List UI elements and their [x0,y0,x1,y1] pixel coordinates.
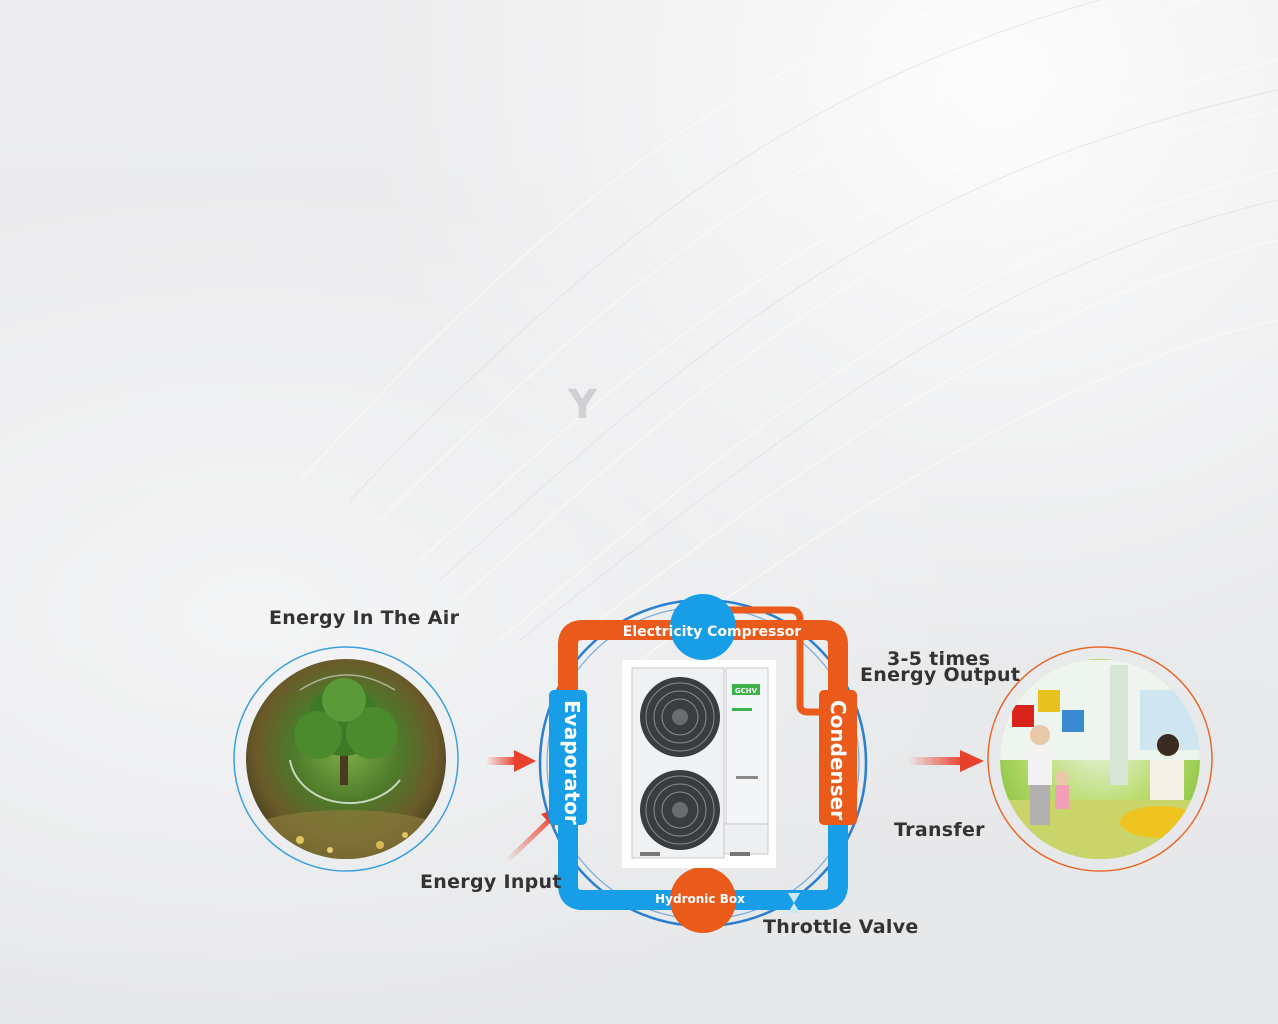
energy-air-circle [233,646,459,872]
compressor-node [670,594,736,660]
watermark-glyph: Y [568,382,597,428]
transfer-label: Transfer [894,819,985,841]
hydronic-box-label: Hydronic Box [655,892,745,906]
energy-input-label: Energy Input [420,871,562,893]
brand-badge-label: GCHV [735,687,758,695]
hydronic-box-node [670,867,736,933]
input-flow-arrow [486,750,536,772]
output-multiplier-label: 3-5 times [887,648,991,670]
throttle-valve-label: Throttle Valve [763,916,919,938]
right-outer-ring [987,646,1213,872]
evaporator-block [549,690,587,825]
energy-in-air-label: Energy In The Air [269,607,460,629]
room-circle [987,646,1213,872]
brand-badge [732,684,760,695]
condenser-block [819,690,857,825]
energy-output-label: Energy Output [860,664,1021,686]
output-flow-arrow [908,750,984,772]
outdoor-unit: GCHV [622,660,776,868]
compressor-label: Electricity Compressor [623,624,802,640]
throttle-valve-icon [788,893,800,913]
evaporator-label: Evaporator [560,700,584,825]
condenser-label: Condenser [826,700,850,820]
hot-pipe-loop [706,606,830,716]
left-outer-ring [233,646,459,872]
